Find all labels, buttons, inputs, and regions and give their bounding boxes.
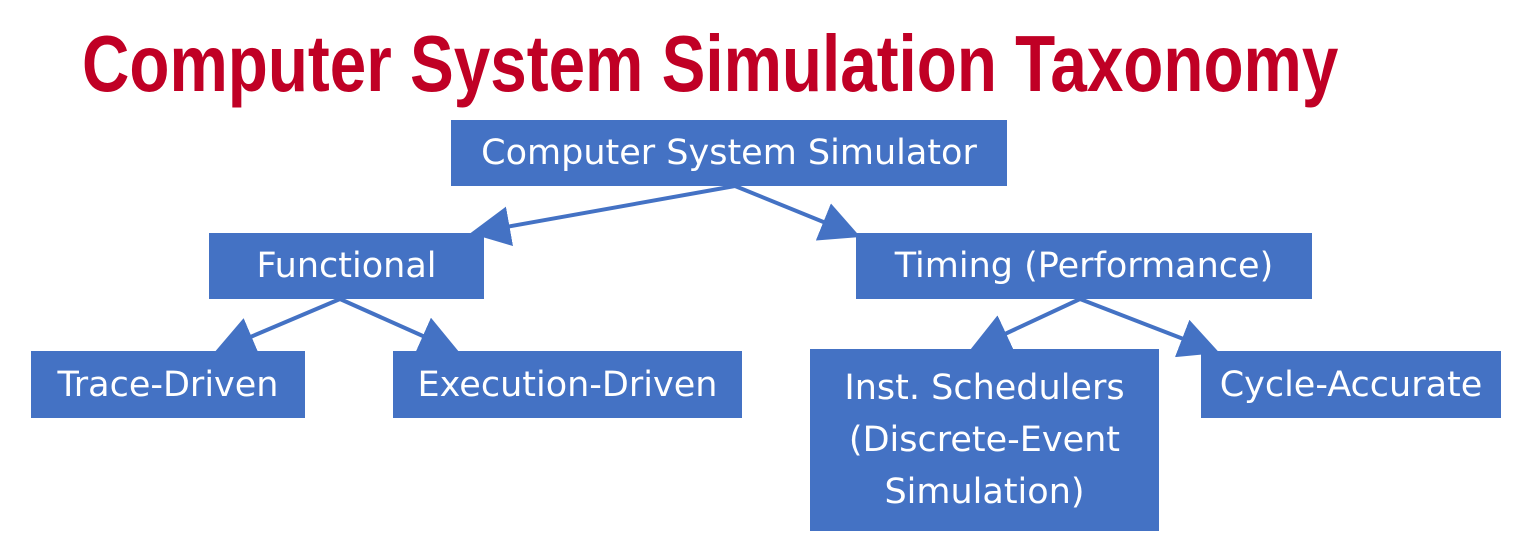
edge-functional-trace-driven: [214, 297, 341, 355]
node-inst-schedulers: Inst. Schedulers (Discrete-Event Simulat…: [810, 349, 1159, 531]
node-label: Functional: [256, 246, 437, 286]
node-timing-performance: Timing (Performance): [856, 233, 1312, 299]
edge-root-functional: [470, 184, 736, 247]
edge-timing-cycle-accurate: [1079, 297, 1220, 358]
edge-root-timing: [734, 184, 861, 241]
node-label: Execution-Driven: [417, 364, 718, 405]
node-functional: Functional: [209, 233, 484, 299]
node-label: Timing (Performance): [894, 246, 1274, 286]
node-execution-driven: Execution-Driven: [393, 351, 742, 418]
node-label: Trace-Driven: [57, 364, 279, 405]
edge-functional-execution-driven: [339, 297, 460, 355]
node-computer-system-simulator: Computer System Simulator: [451, 120, 1007, 186]
edge-timing-inst-schedulers: [969, 297, 1081, 352]
node-label: Inst. Schedulers (Discrete-Event Simulat…: [844, 368, 1125, 512]
node-cycle-accurate: Cycle-Accurate: [1201, 351, 1501, 418]
slide-title: Computer System Simulation Taxonomy: [82, 19, 1339, 108]
node-label: Cycle-Accurate: [1219, 364, 1483, 405]
node-label: Computer System Simulator: [481, 133, 977, 173]
node-trace-driven: Trace-Driven: [31, 351, 305, 418]
